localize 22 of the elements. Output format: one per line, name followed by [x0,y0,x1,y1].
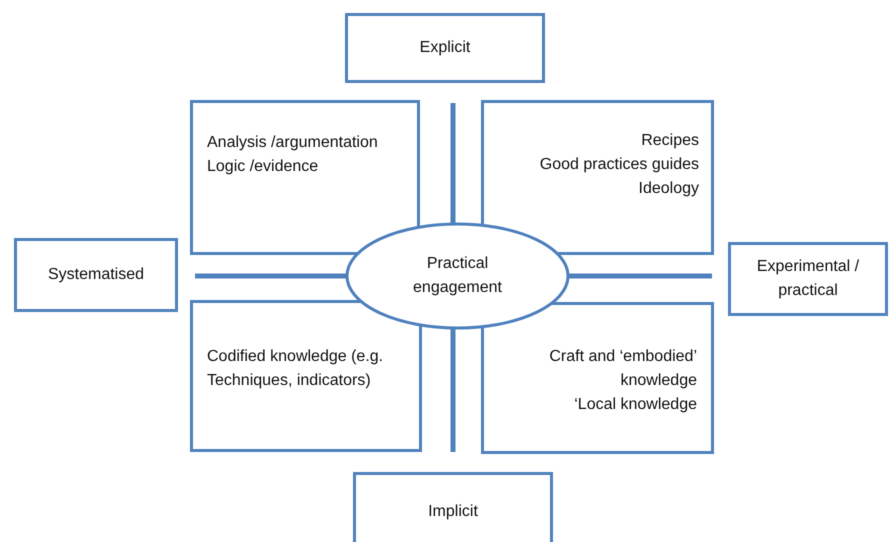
text-box [345,13,545,83]
center-ellipse [345,222,570,330]
text-box [190,100,420,255]
text-box [481,100,714,255]
text-box [728,242,888,316]
text-box [190,300,422,452]
node-label: Ideology [638,179,699,199]
text-box [14,238,178,312]
node-label: ‘Local knowledge [573,395,697,415]
node-label: Experimental / practical [756,257,860,301]
node-label: Logic /evidence [207,157,320,177]
node-label: Good practices guides [538,155,699,175]
node-label: Implicit [428,502,478,522]
node-label: Practical engagement [412,254,503,298]
text-box [481,302,714,454]
node-label: Systematised [48,265,144,285]
node-label: Craft and ‘embodied’ knowledge [548,347,697,391]
node-label: Explicit [420,38,470,58]
node-label: Recipes [640,131,699,151]
node-label: Codified knowledge (e.g. Techniques, indicators) [207,347,384,391]
text-box [353,472,553,542]
node-label: Analysis /argumentation [207,133,379,153]
